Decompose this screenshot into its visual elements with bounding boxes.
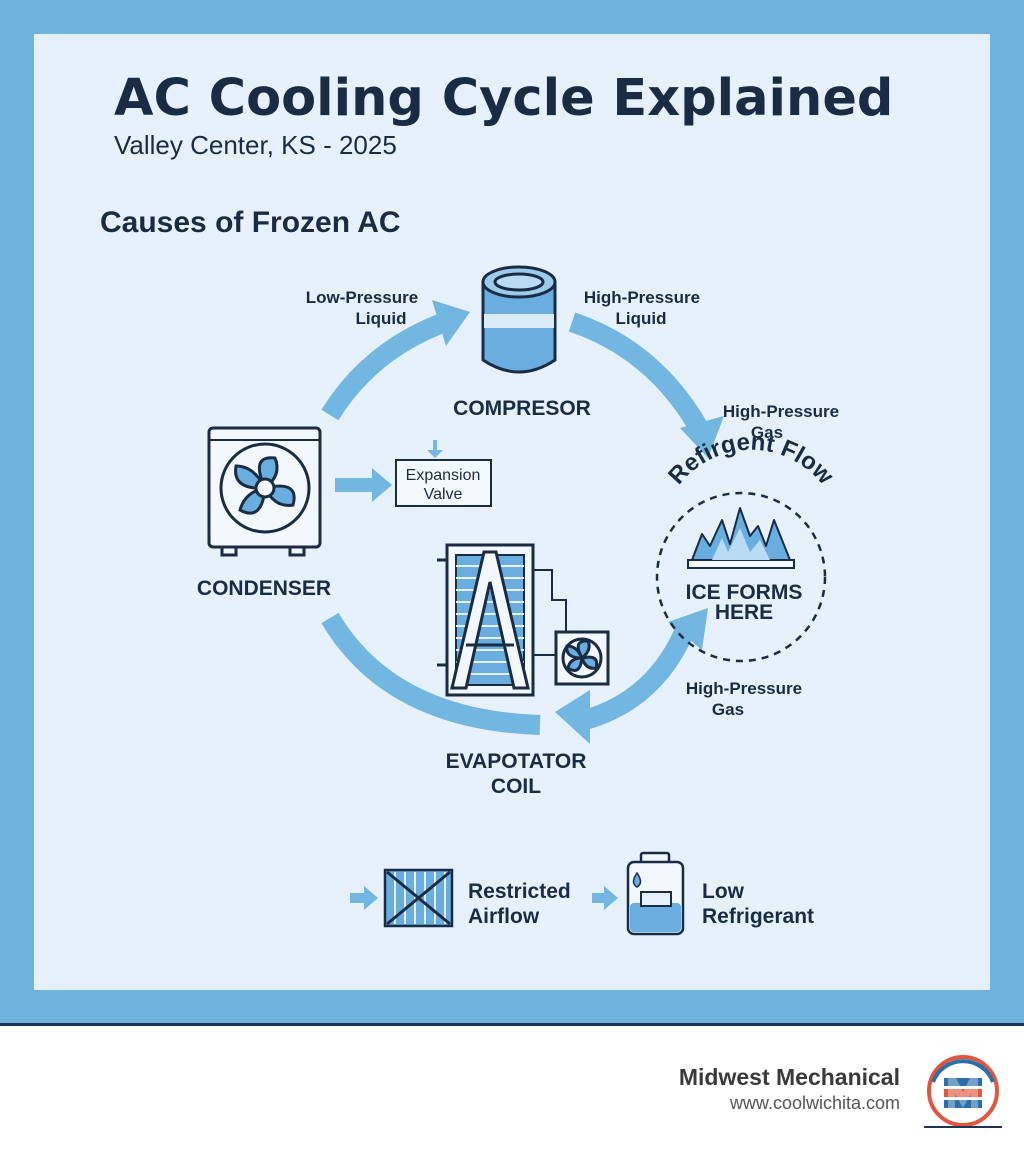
diagram-panel (34, 34, 990, 990)
expansion-valve-label: Valve (424, 486, 463, 503)
arrowhead-to-evaporator (555, 690, 590, 744)
page-title: AC Cooling Cycle Explained (114, 69, 893, 128)
flow-label-high-pressure: High-Pressure (686, 679, 802, 698)
brand-block: Midwest Mechanical www.coolwichita.com (679, 1064, 900, 1114)
brand-name: Midwest Mechanical (678, 1064, 900, 1090)
flow-arrow-compressor-to-ice (568, 312, 709, 435)
flow-label-gas: Gas (712, 700, 744, 719)
page-subtitle: Valley Center, KS - 2025 (114, 130, 397, 160)
footer-divider (0, 1023, 1024, 1026)
company-logo (924, 1055, 1002, 1128)
flow-label-low-pressure: Low-Pressure (306, 288, 418, 307)
flow-arrow-condenser-to-compressor (321, 312, 449, 421)
flow-arrow-evaporator-ice (582, 625, 695, 730)
flow-arrows (321, 312, 709, 735)
ice-zone-circle (655, 491, 827, 663)
restricted-airflow-icon (383, 868, 454, 928)
ice-crystals-icon (687, 507, 795, 569)
flow-arrowheads (432, 300, 724, 744)
section-title: Causes of Frozen AC (100, 206, 401, 239)
legend-low-refrigerant-label: Low (702, 880, 745, 903)
flow-label-liquid: Liquid (356, 309, 407, 328)
low-refrigerant-icon (626, 851, 685, 936)
down-arrow-to-valve (427, 440, 443, 458)
cooling-cycle-diagram: AC Cooling Cycle Explained Valley Center… (100, 69, 893, 936)
legend-low-refrigerant-label: Refrigerant (702, 905, 814, 928)
flow-label-liquid: Liquid (616, 309, 667, 328)
legend-arrow-2 (592, 886, 618, 910)
compressor-label: COMPRESOR (453, 397, 591, 420)
flow-label-gas: Gas (751, 423, 783, 442)
legend-arrow-1 (350, 886, 378, 910)
expansion-valve-box (395, 459, 492, 507)
flow-arrow-condenser-to-evaporator (321, 612, 541, 735)
evaporator-label: EVAPOTATOR (446, 750, 587, 773)
compressor-icon (481, 265, 557, 374)
legend-restricted-airflow-label: Restricted (468, 880, 571, 903)
evaporator-label: COIL (491, 775, 541, 798)
arrow-condenser-to-valve (335, 468, 392, 502)
condenser-icon (207, 426, 322, 557)
arrowhead-to-compressor (432, 300, 470, 346)
evaporator-coil-icon (437, 543, 610, 697)
condenser-label: CONDENSER (197, 577, 331, 600)
brand-url[interactable]: www.coolwichita.com (729, 1093, 900, 1113)
ice-forms-label: HERE (715, 601, 773, 624)
arrowhead-to-ice (680, 416, 724, 458)
legend-restricted-airflow-label: Airflow (468, 905, 540, 928)
expansion-valve-label: Expansion (406, 467, 481, 484)
ice-forms-label: ICE FORMS (686, 581, 803, 604)
flow-label-high-pressure: High-Pressure (584, 288, 700, 307)
flow-label-high-pressure: High-Pressure (723, 402, 839, 421)
arrowhead-to-ice-lower (668, 608, 708, 650)
